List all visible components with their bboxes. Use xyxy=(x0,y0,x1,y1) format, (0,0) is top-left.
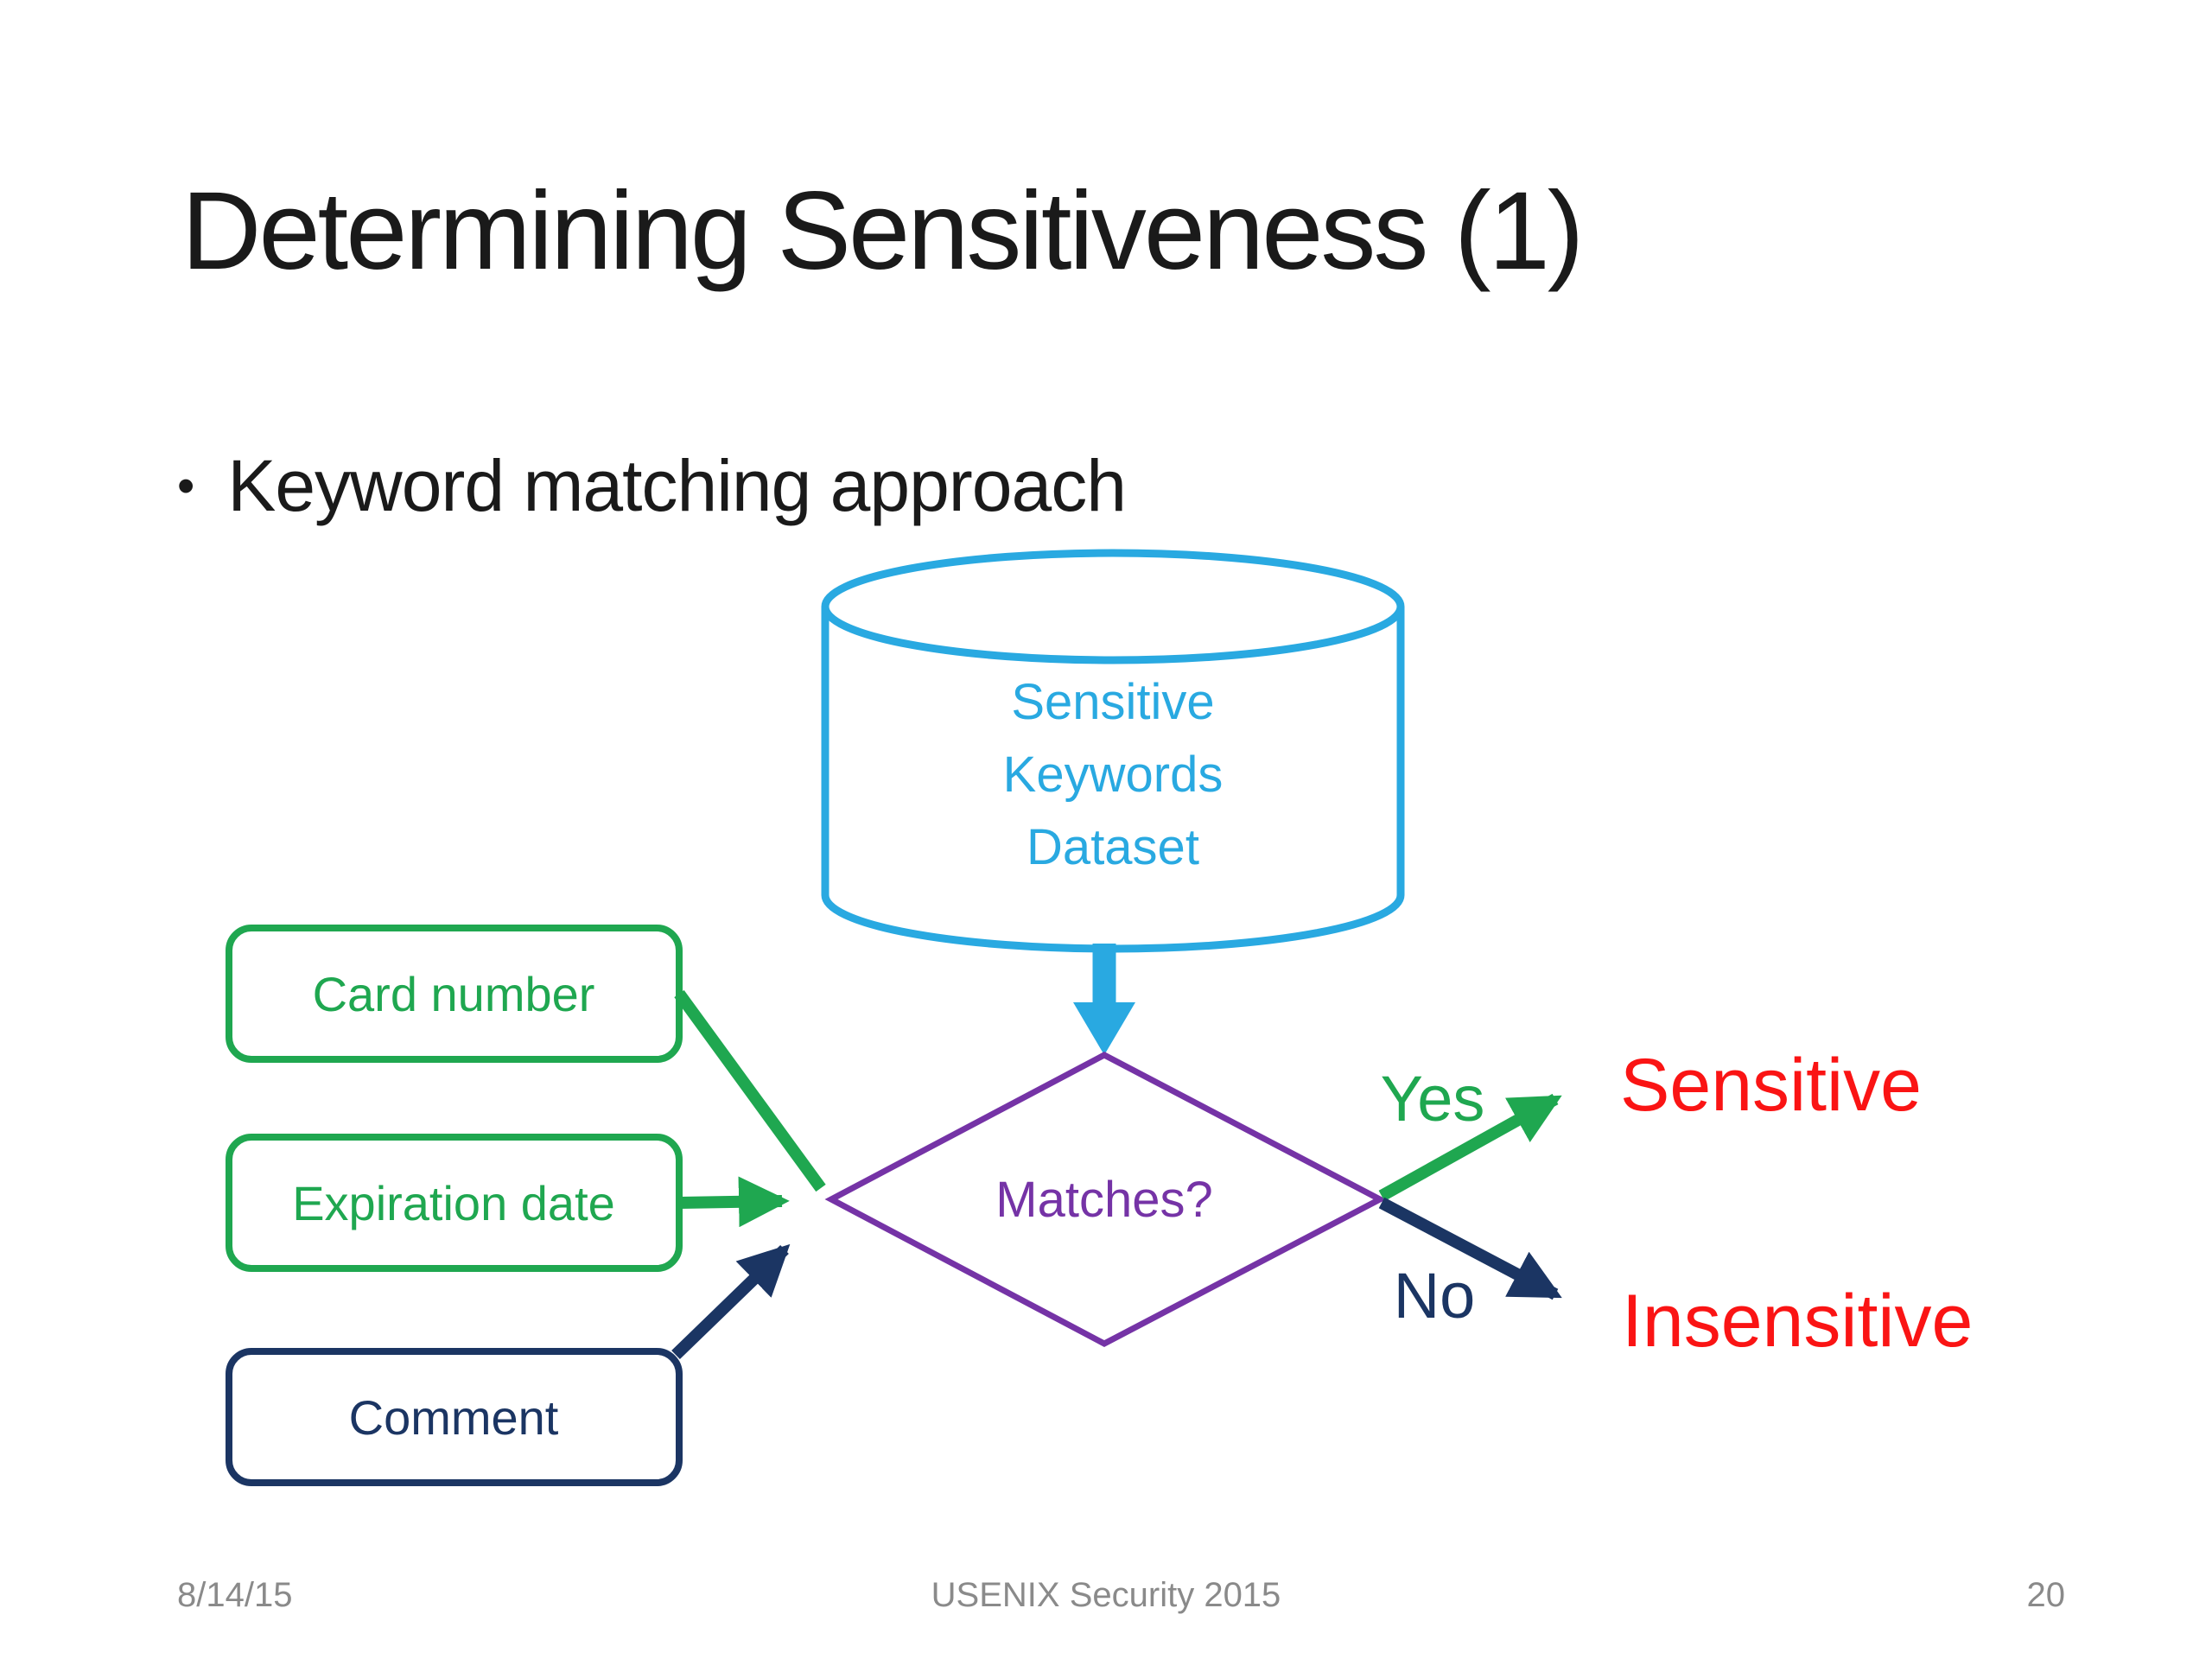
insensitive-result-label: Insensitive xyxy=(1622,1280,1973,1363)
decision-label: Matches? xyxy=(995,1172,1212,1228)
slide-footer: 8/14/15 USENIX Security 2015 20 xyxy=(0,1576,2212,1628)
bullet-item: • Keyword matching approach xyxy=(177,444,1127,528)
no-label: No xyxy=(1394,1260,1476,1332)
database-label-line1: Sensitive xyxy=(1011,674,1214,730)
bullet-text: Keyword matching approach xyxy=(227,445,1127,526)
yes-label: Yes xyxy=(1381,1063,1485,1135)
sensitive-result-label: Sensitive xyxy=(1620,1044,1922,1127)
arrow-yes-icon xyxy=(1378,1093,1562,1202)
arrow-database-to-decision-icon xyxy=(1073,944,1135,1055)
footer-date: 8/14/15 xyxy=(177,1576,293,1614)
arrow-no-icon xyxy=(1378,1197,1562,1300)
footer-conference: USENIX Security 2015 xyxy=(931,1576,1281,1614)
card-number-label: Card number xyxy=(313,967,595,1021)
database-label-line3: Dataset xyxy=(1027,819,1199,875)
expiration-date-label: Expiration date xyxy=(292,1176,615,1230)
arrow-expiration-to-decision-icon xyxy=(678,1176,790,1228)
decision-diamond xyxy=(824,1052,1387,1347)
database-cylinder-icon xyxy=(821,549,1405,953)
bullet-marker-icon: • xyxy=(177,458,195,514)
arrow-comment-to-decision-icon xyxy=(671,1243,791,1360)
page-title: Determining Sensitiveness (1) xyxy=(181,169,1584,293)
arrow-card-to-decision-icon xyxy=(674,989,826,1192)
database-label-line2: Keywords xyxy=(1003,747,1224,803)
comment-label: Comment xyxy=(349,1390,559,1445)
footer-page-number: 20 xyxy=(2026,1576,2066,1614)
comment-box xyxy=(226,1348,683,1486)
